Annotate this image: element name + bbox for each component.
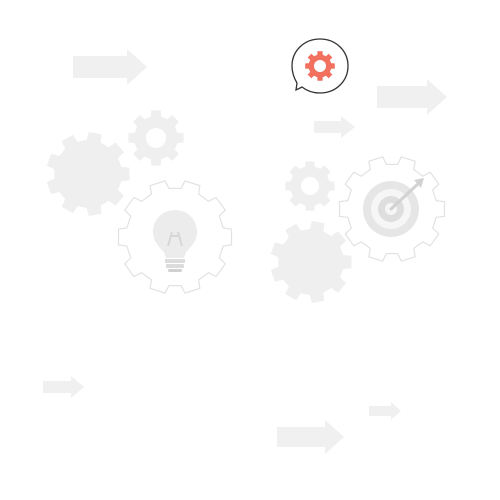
target-icon bbox=[363, 178, 424, 237]
arrow-right-icon bbox=[377, 79, 447, 115]
gear-icon bbox=[128, 110, 184, 166]
settings-speech-bubble-icon bbox=[291, 38, 349, 94]
gear-icon bbox=[270, 221, 352, 303]
gear-icon bbox=[285, 161, 335, 211]
arrow-right-icon bbox=[73, 49, 147, 85]
arrow-right-icon bbox=[314, 116, 355, 138]
gear-icon bbox=[46, 132, 130, 216]
arrow-right-icon bbox=[277, 420, 344, 454]
arrow-right-icon bbox=[43, 376, 84, 398]
lightbulb-icon bbox=[153, 210, 197, 272]
gear-icon bbox=[305, 51, 335, 81]
arrow-right-icon bbox=[369, 402, 401, 420]
